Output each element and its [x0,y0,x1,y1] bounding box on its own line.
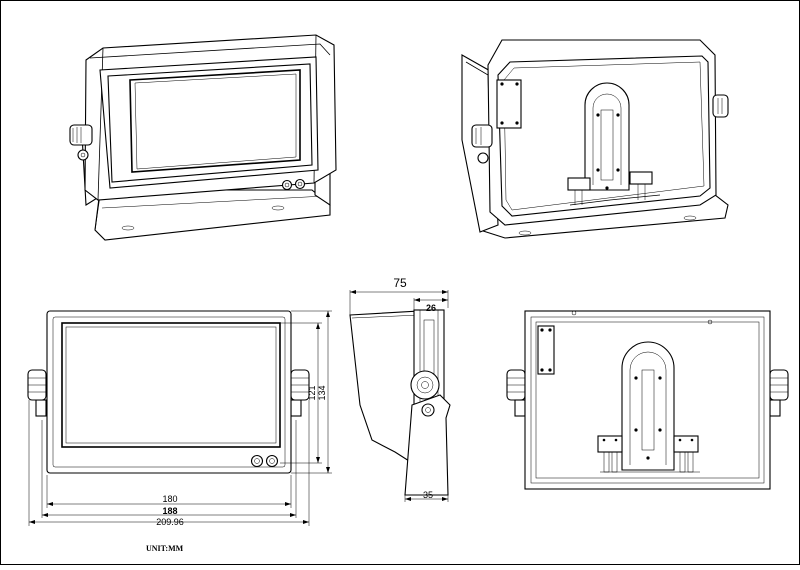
iso-front-button-1 [281,179,293,191]
rear-orthographic-view [506,310,789,490]
iso-rear-label-plate [496,79,522,129]
dim-width-mid: 188 [162,506,177,516]
dim-base-depth: 35 [423,490,433,500]
side-knob [410,370,440,400]
front-screen [61,322,281,448]
dim-width-inner: 180 [162,494,177,504]
front-bracket-tab-left [35,399,47,417]
front-button-2 [265,454,279,468]
iso-rear-clip-left [567,177,591,191]
iso-rear-knob-left [471,124,493,148]
rear-mount-plate [621,341,675,471]
rear-clip-right [673,435,699,453]
dim-depth-total: 75 [393,276,407,290]
iso-front-screen [129,69,301,173]
dim-depth-top: 26 [426,303,436,313]
isometric-rear-view [461,39,729,239]
iso-rear-knob-right [712,94,729,118]
iso-rear-mount-plate [584,82,630,191]
front-orthographic-view: 180 188 209.96 121 134 [27,310,332,527]
dim-width-outer: 209.96 [156,517,184,527]
front-bracket-tab-right [290,399,302,417]
dim-height-inner: 121 [307,385,317,400]
side-orthographic-view: 75 26 35 [349,276,451,502]
unit-label: UNIT:MM [146,544,184,553]
rear-label-plate [537,325,555,375]
dim-height-outer: 134 [317,385,327,400]
front-button-1 [250,454,264,468]
rear-clip-left [597,435,623,453]
isometric-front-view [69,34,337,241]
iso-rear-clip-right [629,171,653,185]
iso-front-button-2 [294,178,306,190]
